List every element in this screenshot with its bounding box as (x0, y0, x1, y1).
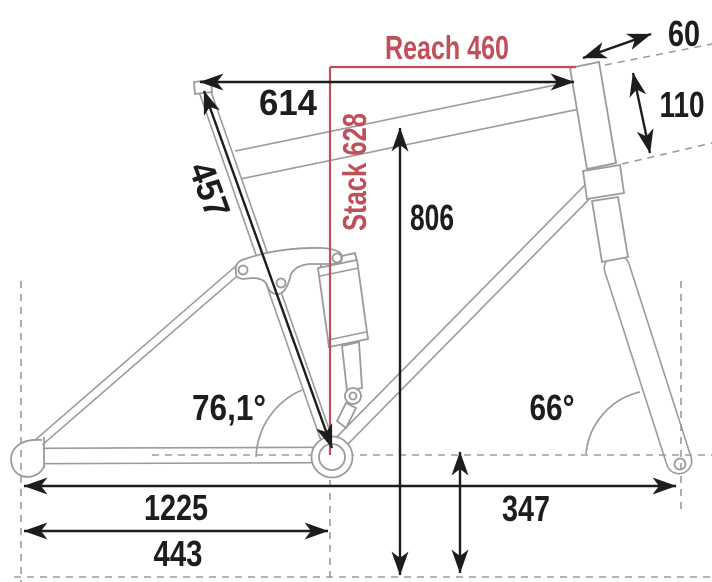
bottom-bracket (310, 435, 354, 479)
front-axle (673, 457, 687, 471)
rocker-pivot-main (275, 277, 287, 289)
rear-shock (316, 258, 370, 430)
bb-height-label: 347 (502, 488, 550, 529)
dimension-arrows (23, 32, 677, 576)
stack-label: Stack 628 (336, 113, 373, 231)
top-tube-label: 614 (259, 82, 317, 123)
head-angle-arc (585, 391, 641, 455)
shock-body-bottom-line (327, 331, 367, 341)
head-tube-label: 110 (660, 84, 705, 125)
rocker-pivot-rear (237, 264, 249, 276)
standover-label: 806 (410, 197, 454, 238)
head-tube-bottom-extension (621, 142, 712, 165)
dim-seat-tube (202, 90, 334, 449)
dim-head-top-offset (582, 32, 652, 60)
dim-head-tube (629, 72, 654, 154)
headset-lower-cup (581, 163, 626, 201)
chainstay-label: 443 (154, 533, 203, 574)
head-top-offset-label: 60 (668, 13, 700, 54)
construction-lines (14, 43, 712, 582)
fork-crown (590, 195, 630, 264)
reach-label: Reach 460 (385, 29, 509, 66)
head-angle-label: 66° (530, 387, 575, 428)
shock-lower-mount (335, 401, 358, 430)
rocker-pivot-shock (331, 252, 343, 264)
fork-leg (603, 254, 693, 475)
head-tube-top-extension (604, 43, 712, 66)
rear-dropout (10, 439, 45, 478)
wheelbase-label: 1225 (144, 487, 208, 528)
seat-angle-label: 76,1° (192, 387, 266, 428)
head-tube (568, 60, 618, 171)
down-tube (327, 174, 605, 456)
shock-eyelet-bolt (348, 391, 358, 401)
shock-shaft (341, 340, 363, 393)
